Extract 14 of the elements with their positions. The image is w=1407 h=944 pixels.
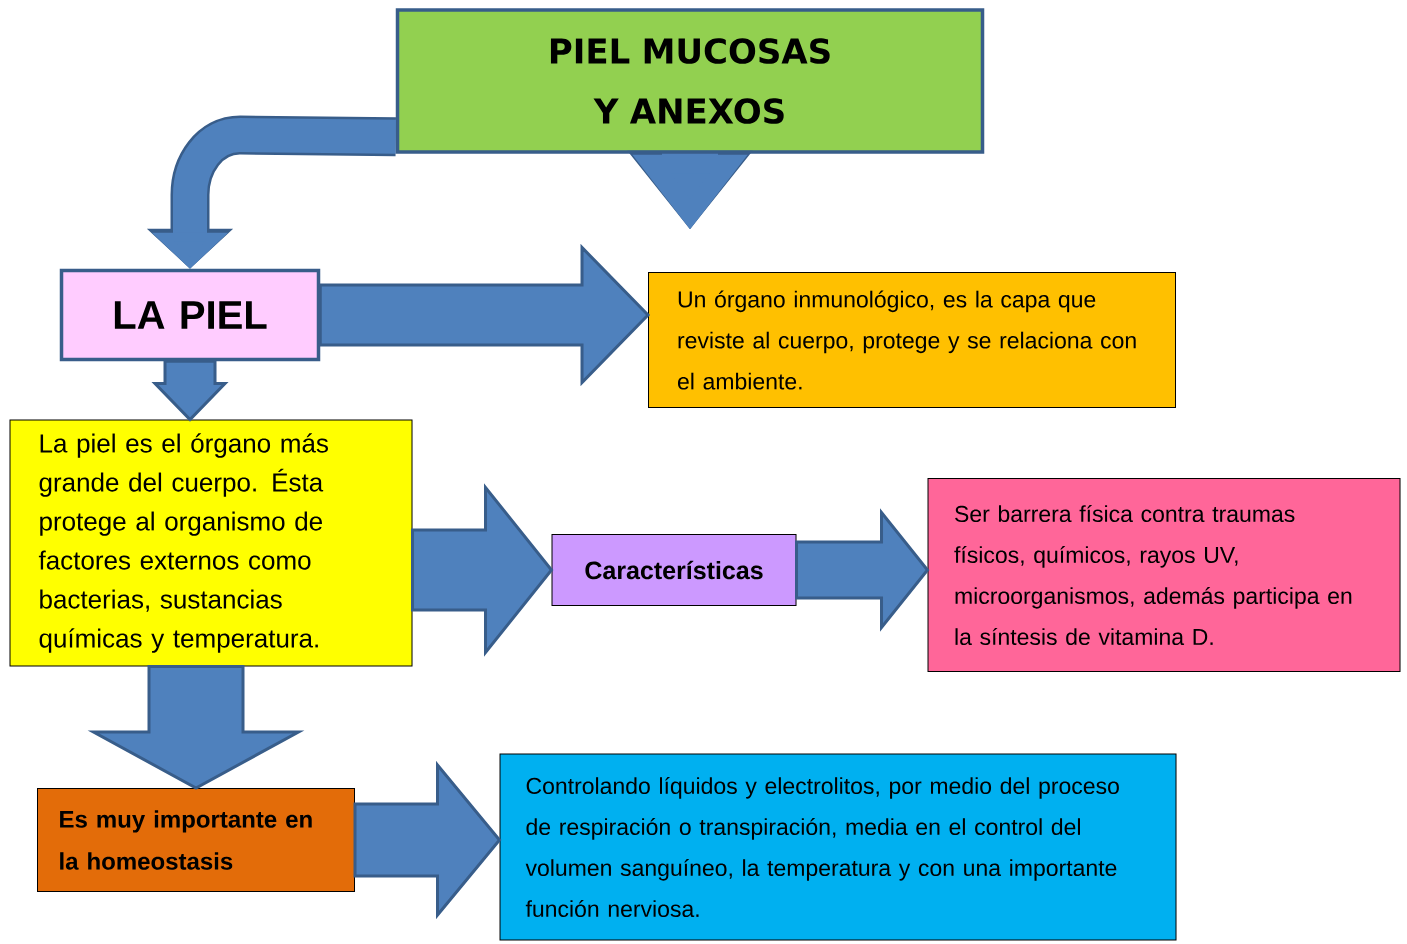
text-box: La piel es el órgano más grande del cuerpo. Ésta protege al organismo de factores externos como bacterias, sustancias químicas y temperatura. xyxy=(9,419,413,667)
text-box: Controlando líquidos y electrolitos, por medio del proceso de respiración o transpiración, media en el control del volumen sanguíneo, la temperatura y con una importante función nerviosa. xyxy=(499,753,1177,941)
label-box: Características xyxy=(551,534,797,606)
block-arrow xyxy=(795,508,930,632)
text-box: Ser barrera física contra traumas físicos, químicos, rayos UV, microorganismos, además participa en la síntesis de vitamina D. xyxy=(927,478,1401,672)
text-box: Es muy importante en la homeostasis xyxy=(37,788,355,892)
topic-box: LA PIEL xyxy=(59,268,321,362)
block-arrow xyxy=(151,359,229,422)
title-box: PIEL MUCOSAS Y ANEXOS xyxy=(395,8,985,154)
block-arrow xyxy=(411,483,554,657)
text-box: Un órgano inmunológico, es la capa que reviste al cuerpo, protege y se relaciona con el ambiente. xyxy=(648,272,1176,408)
block-arrow xyxy=(87,665,305,790)
block-arrow xyxy=(318,243,651,387)
block-arrow xyxy=(353,760,502,920)
